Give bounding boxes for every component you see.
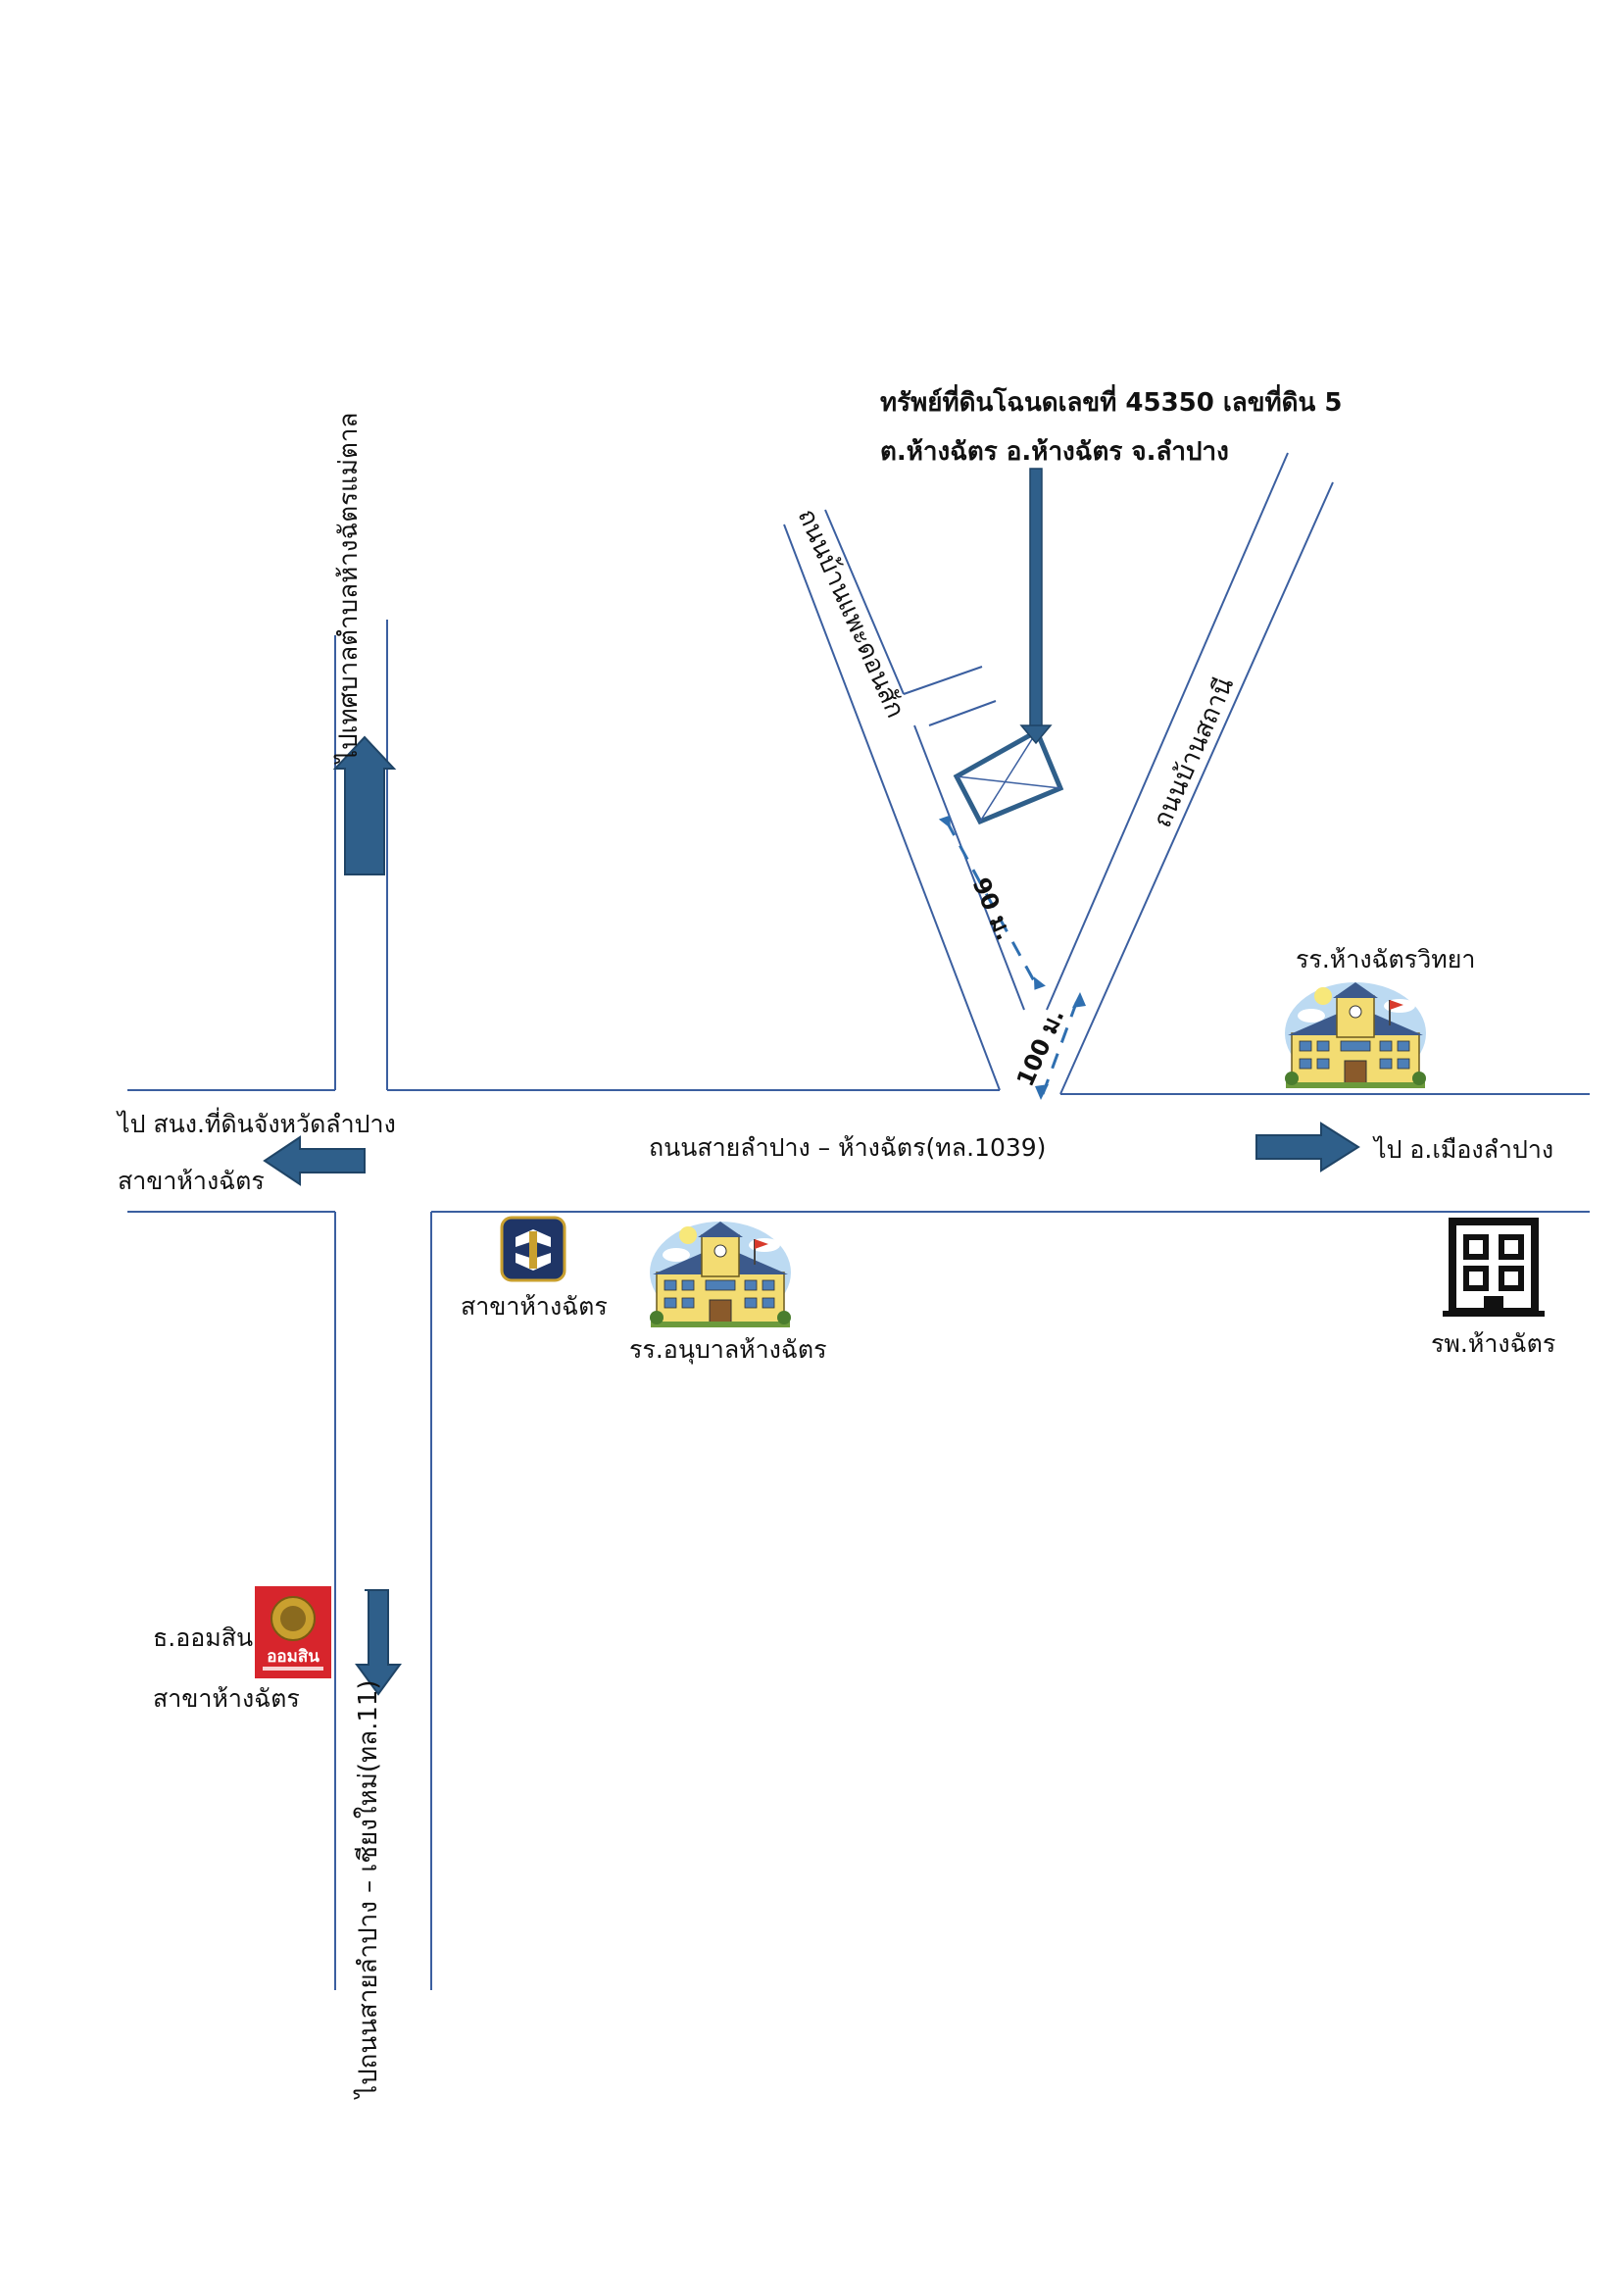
phrae-road-west-edge — [783, 524, 1001, 1091]
spur-road-top — [903, 666, 983, 695]
phrae-road-east-edge-north — [824, 509, 905, 695]
north-arrow-icon — [332, 735, 397, 875]
pointer-arrow-icon — [1019, 468, 1053, 745]
road-label-south: ไปถนนสายลำปาง – เชียงใหม่(ทล.11) — [353, 1679, 383, 2100]
gsb-logo-icon: ออมสิน — [255, 1586, 331, 1678]
distance-label-100: 100 ม. — [1011, 1005, 1069, 1091]
parcel-title-line2: ต.ห้างฉัตร อ.ห้างฉัตร จ.ลำปาง — [880, 437, 1229, 467]
south-arrow-icon — [355, 1589, 402, 1696]
phrae-road-east-edge-south — [913, 724, 1025, 1011]
hospital-building-icon — [1443, 1218, 1545, 1317]
road-label-phrae-dok-sak: ถนนบ้านแพะดอนสัก — [792, 505, 910, 723]
main-road-label: ถนนสายลำปาง – ห้างฉัตร(ทล.1039) — [649, 1133, 1047, 1162]
road-network — [127, 452, 1590, 1990]
gsb-branch-label: สาขาห้างฉัตร — [153, 1684, 300, 1713]
distance-marker-100 — [1035, 992, 1086, 1100]
land-parcel-icon — [953, 727, 1064, 825]
road-label-north: ไปเทศบาลตำบลห้างฉัตรแม่ตาล — [333, 413, 364, 765]
east-arrow-icon — [1255, 1122, 1360, 1173]
sathani-road-west-edge — [1046, 452, 1289, 1011]
baac-branch-label: สาขาห้างฉัตร — [461, 1292, 608, 1321]
road-label-sathani: ถนนบ้านสถานี — [1148, 673, 1240, 831]
west-direction-line1: ไป สนง.ที่ดินจังหวัดลำปาง — [118, 1110, 396, 1138]
spur-road-bottom — [928, 700, 997, 726]
kindergarten-label: รร.อนุบาลห้างฉัตร — [629, 1335, 827, 1364]
distance-marker-90 — [938, 815, 1046, 990]
school-icon — [1284, 981, 1427, 1089]
sathani-road-east-edge — [1059, 481, 1334, 1095]
parcel-title-line1: ทรัพย์ที่ดินโฉนดเลขที่ 45350 เลขที่ดิน 5 — [880, 388, 1343, 418]
bank-baac-icon — [500, 1216, 566, 1282]
distance-label-90: 90 ม. — [967, 873, 1019, 944]
west-direction-line2: สาขาห้างฉัตร — [118, 1167, 265, 1195]
school-vitthaya-label: รร.ห้างฉัตรวิทยา — [1296, 945, 1476, 973]
west-arrow-icon — [263, 1135, 366, 1186]
east-direction-label: ไป อ.เมืองลำปาง — [1374, 1135, 1554, 1164]
gsb-logo-text: ออมสิน — [267, 1647, 320, 1667]
school-icon — [649, 1221, 792, 1328]
gsb-name-label: ธ.ออมสิน — [153, 1623, 254, 1652]
hospital-label: รพ.ห้างฉัตร — [1431, 1329, 1556, 1358]
